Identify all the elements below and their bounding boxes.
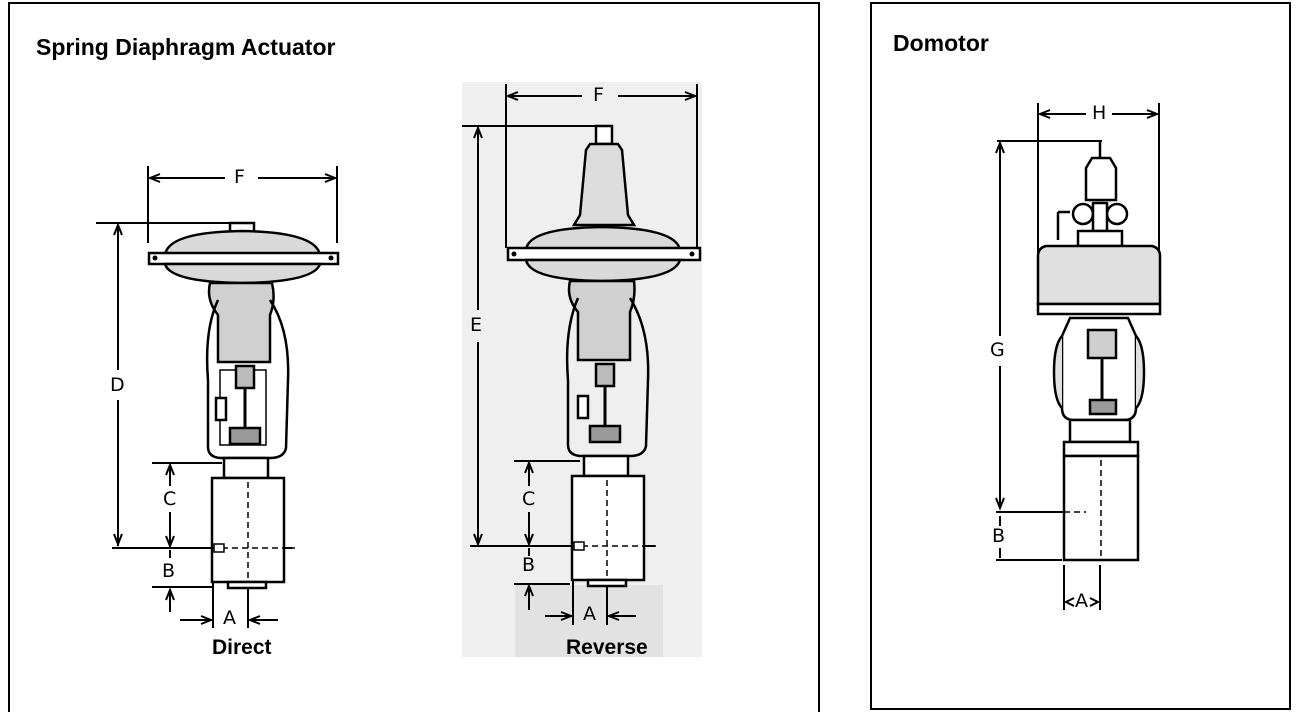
- spring-diaphragm-title: Spring Diaphragm Actuator: [36, 34, 336, 60]
- domotor-dimension-g: G: [990, 339, 1005, 361]
- reverse-dimension-e: E: [470, 314, 483, 336]
- reverse-dimension-f: F: [593, 84, 604, 106]
- reverse-dimension-c: C: [522, 488, 536, 510]
- reverse-dimension-a: A: [583, 603, 596, 625]
- domotor-dimension-b: B: [992, 525, 1006, 547]
- direct-dimension-a: A: [223, 607, 236, 629]
- domotor-dimension-h: H: [1092, 102, 1107, 124]
- direct-dimension-b: B: [162, 560, 176, 582]
- domotor-dimension-a: A: [1075, 590, 1088, 612]
- direct-dimension-f: F: [234, 166, 245, 188]
- reverse-caption: Reverse: [566, 636, 648, 659]
- direct-dimension-c: C: [163, 488, 177, 510]
- domotor-title: Domotor: [893, 30, 989, 56]
- direct-caption: Direct: [212, 636, 272, 659]
- reverse-dimension-b: B: [522, 554, 536, 576]
- direct-dimension-d: D: [110, 374, 125, 396]
